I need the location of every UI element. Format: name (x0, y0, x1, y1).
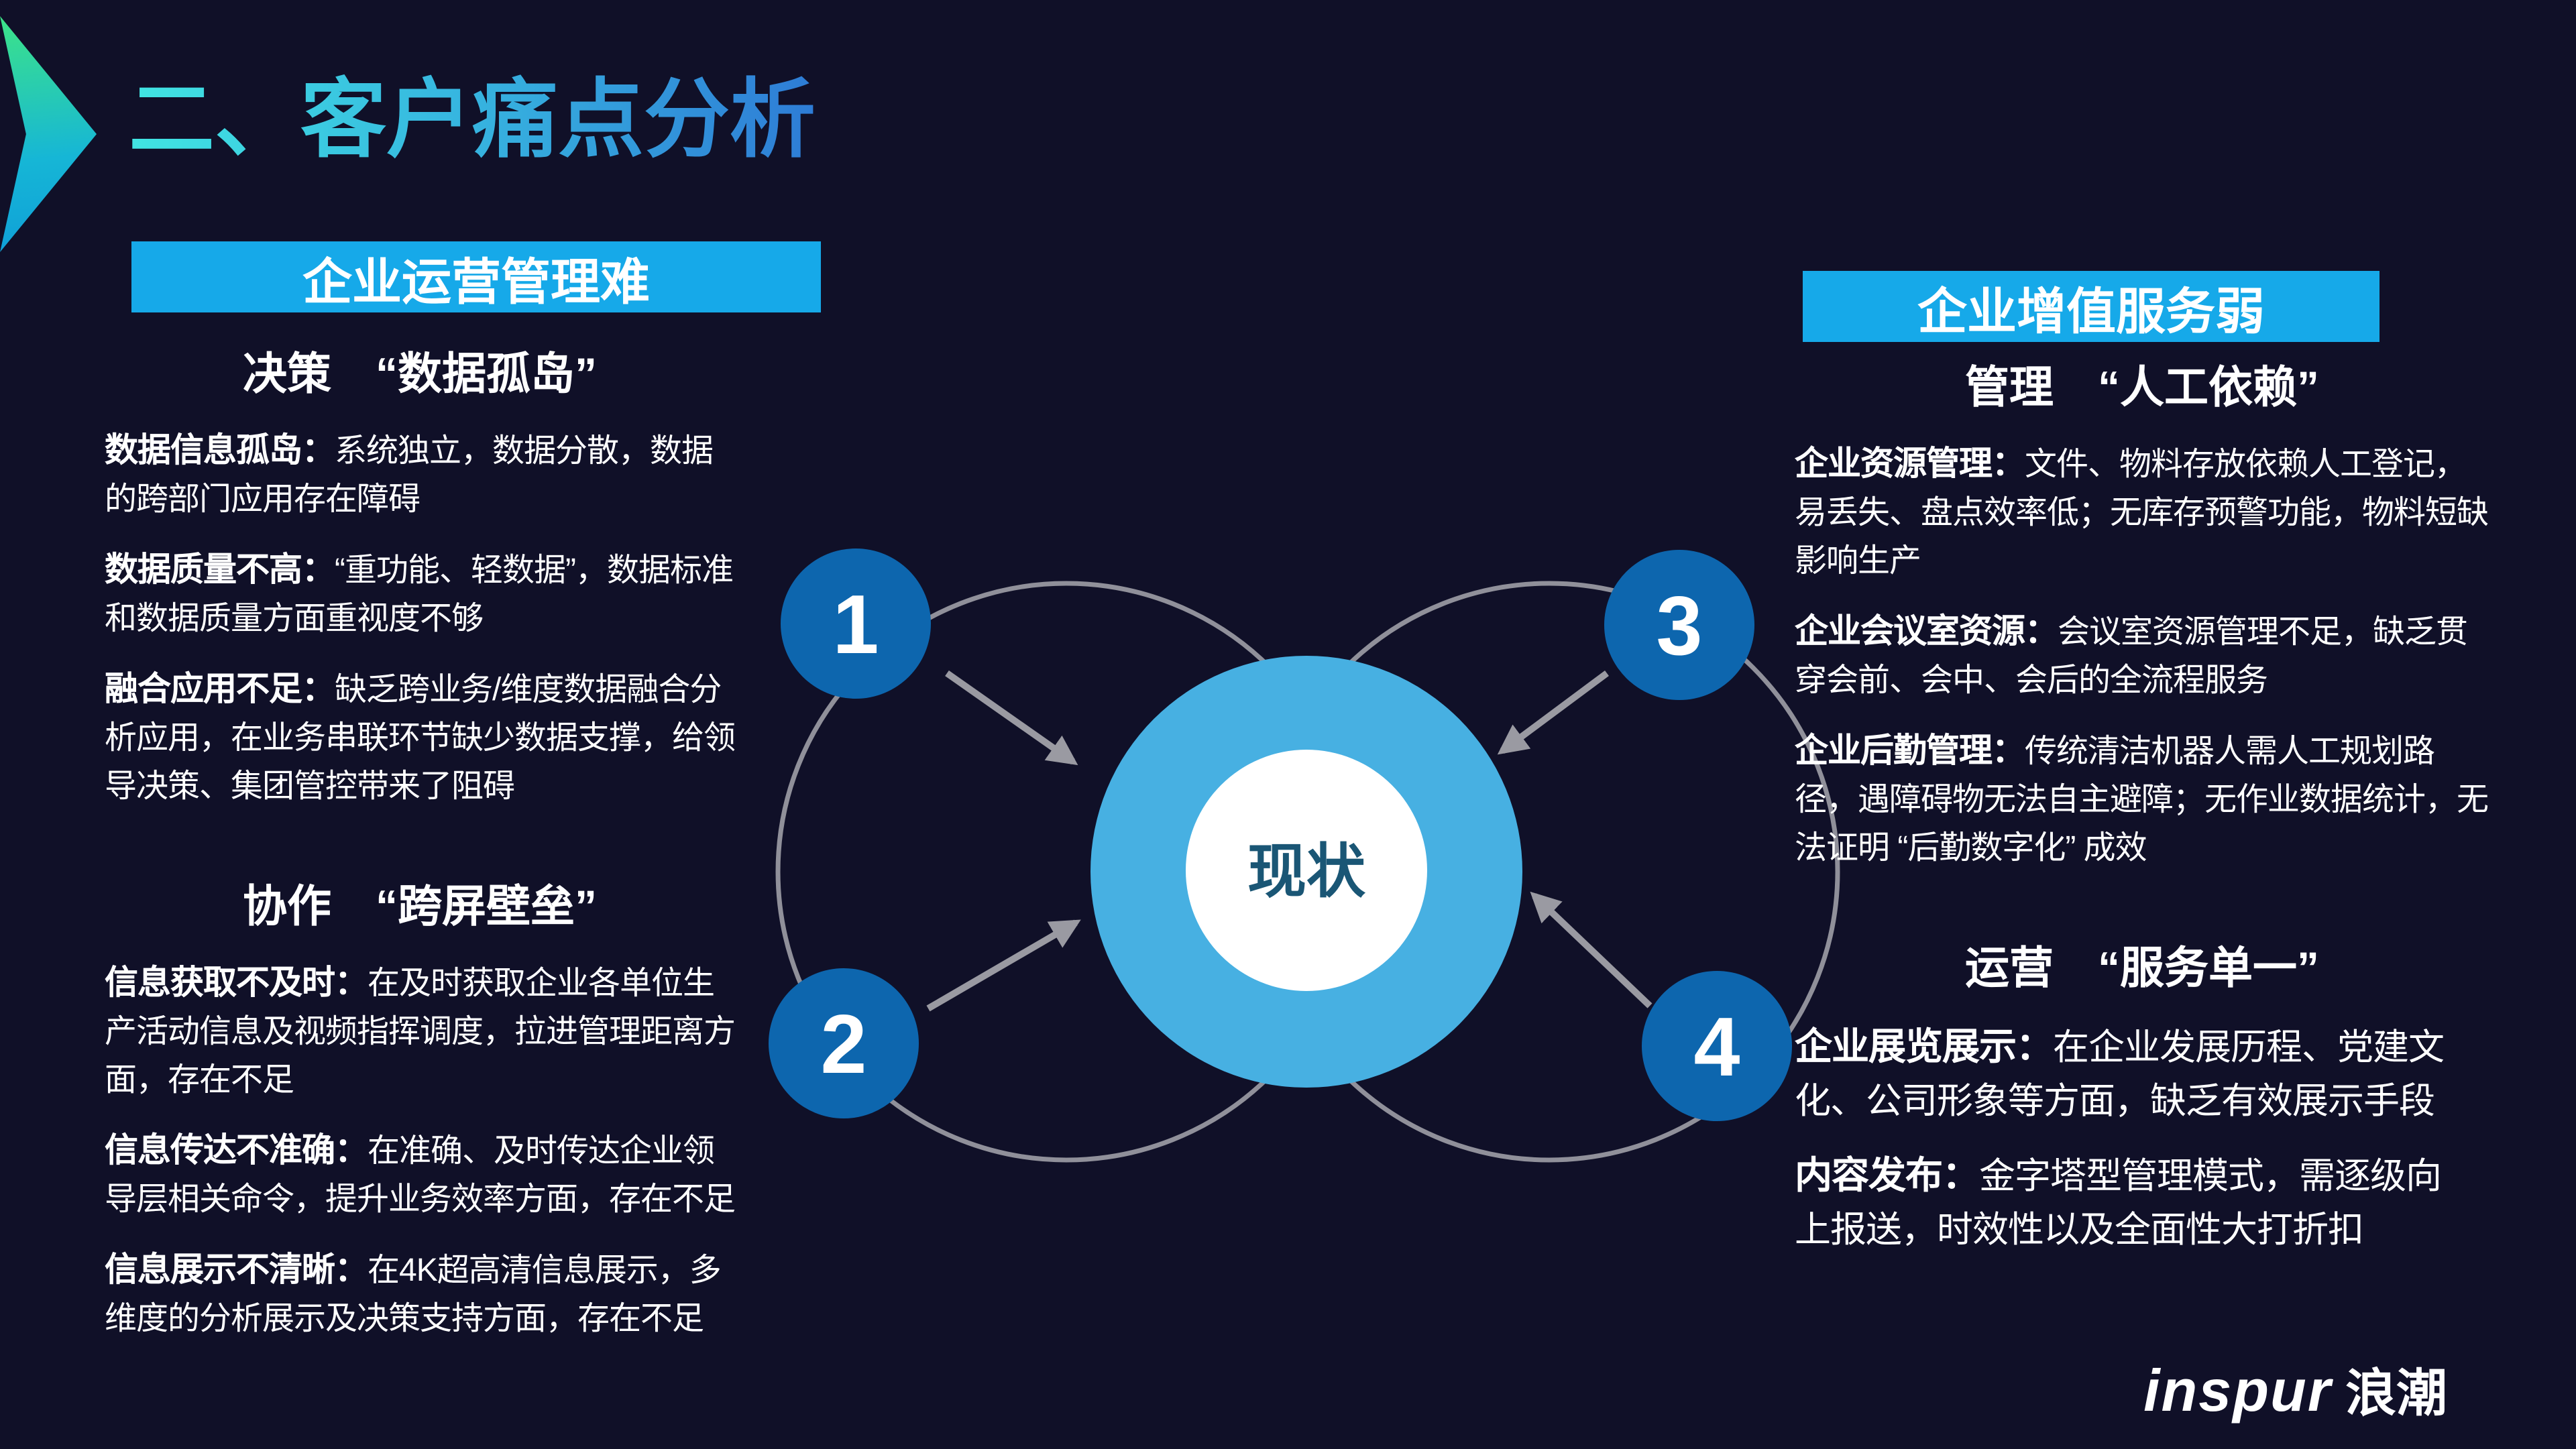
node-1-label: 1 (833, 579, 879, 671)
node-3-circle (1604, 550, 1754, 700)
left-panel-header: 企业运营管理难 (131, 241, 821, 312)
node-4-label: 4 (1694, 1001, 1740, 1094)
pain-point-item: 数据信息孤岛：系统独立，数据分散，数据的跨部门应用存在障碍 (105, 432, 714, 518)
inspur-logo-latin: inspur (2143, 1358, 2332, 1424)
right-panel-header: 企业增值服务弱 (1803, 271, 2379, 342)
node-2: 2 (769, 968, 919, 1118)
left-panel-header-label: 企业运营管理难 (302, 254, 650, 309)
pain-point-item: 企业后勤管理：传统清洁机器人需人工规划路径，遇障碍物无法自主避障；无作业数据统计… (1795, 732, 2489, 866)
page-title: 二、客户痛点分析 (129, 51, 816, 174)
node-1-circle (781, 548, 931, 699)
inspur-logo: inspur 浪潮 (2143, 1351, 2447, 1425)
diagram-arrows (926, 670, 1653, 1012)
center-inner-circle (1186, 750, 1427, 991)
pain-point-item: 信息传达不准确：在准确、及时传达企业领导层相关命令，提升业务效率方面，存在不足 (105, 1132, 736, 1218)
node-4: 4 (1642, 971, 1792, 1121)
section-heading-management: 管理 “人工依赖” (1965, 362, 2319, 412)
pain-point-item: 企业展览展示：在企业发展历程、党建文化、公司形象等方面，缺乏有效展示手段 (1795, 1026, 2445, 1121)
inspur-logo-cjk: 浪潮 (2345, 1366, 2447, 1422)
arrow-1-icon (945, 670, 1078, 766)
section-heading-operation: 运营 “服务单一” (1965, 943, 2319, 992)
node-4-circle (1642, 971, 1792, 1121)
section-heading-collaboration: 协作 “跨屏壁垒” (243, 881, 597, 931)
node-3-label: 3 (1657, 580, 1703, 673)
pain-point-item: 融合应用不足：缺乏跨业务/维度数据融合分析应用，在业务串联环节缺少数据支撑，给领… (105, 671, 736, 805)
pain-point-item: 数据质量不高：“重功能、轻数据”，数据标准和数据质量方面重视度不够 (105, 551, 734, 637)
node-3: 3 (1604, 550, 1754, 700)
right-panel-header-label: 企业增值服务弱 (1917, 284, 2265, 339)
node-2-label: 2 (821, 998, 867, 1091)
pain-point-item: 内容发布：金字塔型管理模式，需逐级向上报送，时效性以及全面性大打折扣 (1795, 1155, 2442, 1250)
arrow-3-icon (1497, 670, 1609, 755)
center-label: 现状 (1247, 838, 1366, 905)
node-2-circle (769, 968, 919, 1118)
pain-point-item: 企业会议室资源：会议室资源管理不足，缺乏贯穿会前、会中、会后的全流程服务 (1795, 613, 2468, 699)
pain-point-item: 信息展示不清晰：在4K超高清信息展示，多维度的分析展示及决策支持方面，存在不足 (105, 1251, 722, 1337)
right-column: 管理 “人工依赖” 企业资源管理：文件、物料存放依赖人工登记，易丢失、盘点效率低… (1795, 351, 2489, 1278)
arrow-2-icon (926, 919, 1081, 1012)
node-1: 1 (781, 548, 931, 699)
section-heading-decision: 决策 “数据孤岛” (243, 349, 597, 398)
left-column: 决策 “数据孤岛” 数据信息孤岛：系统独立，数据分散，数据的跨部门应用存在障碍 … (105, 338, 736, 1365)
numbered-nodes: 1 2 3 4 (769, 548, 1792, 1121)
pain-point-item: 信息获取不及时：在及时获取企业各单位生产活动信息及视频指挥调度，拉进管理距离方面… (105, 964, 736, 1098)
center-node: 现状 (1090, 656, 1522, 1088)
pain-point-item: 企业资源管理：文件、物料存放依赖人工登记，易丢失、盘点效率低；无库存预警功能，物… (1795, 445, 2489, 579)
arrow-4-icon (1530, 891, 1653, 1008)
